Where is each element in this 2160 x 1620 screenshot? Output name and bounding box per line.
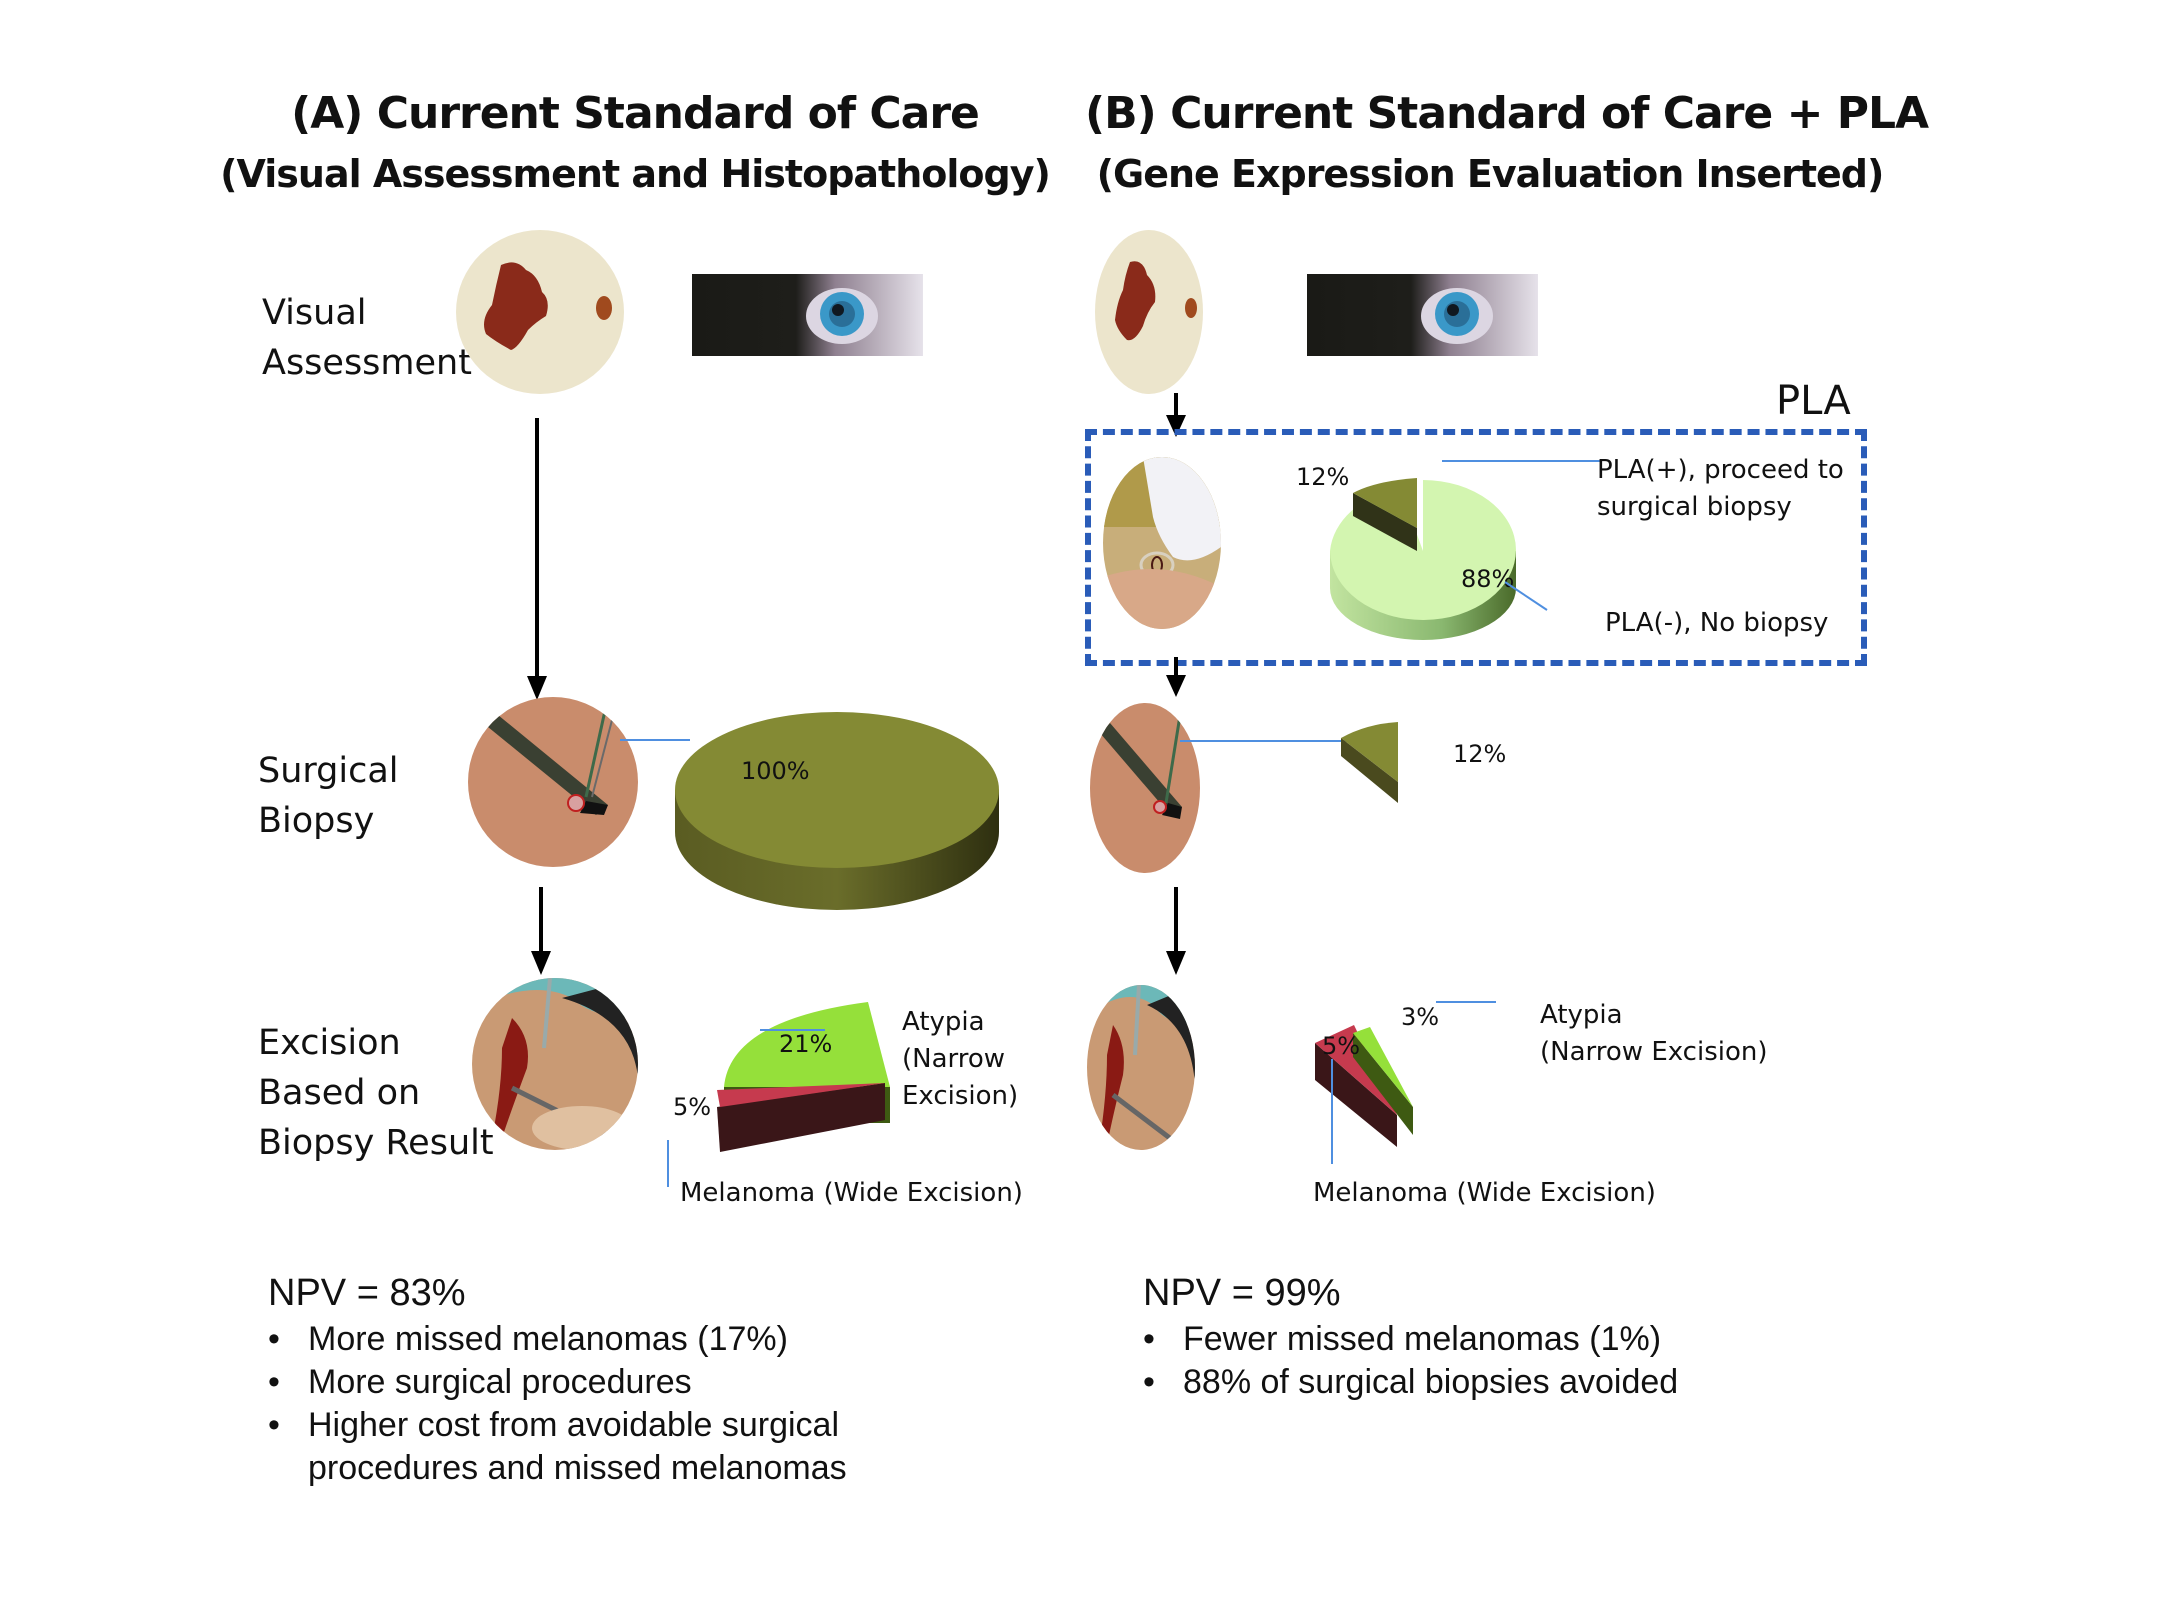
pie-label-100: 100% [741,757,810,785]
scalpel-icon [1090,703,1200,873]
arrow-down-icon [1166,657,1186,697]
atypia-label-line2: (Narrow [902,1044,1006,1074]
excision-label: Excision Based on Biopsy Result [258,1018,494,1168]
bullet-a-3: Higher cost from avoidable surgical proc… [268,1404,908,1490]
pie-label-atypia-3: 3% [1401,1003,1440,1031]
pie-slice-melanoma [717,1083,885,1107]
biopsy-label-line1: Surgical [258,751,399,791]
atypia-label-a: Atypia (Narrow Excision) [902,1004,1018,1115]
arrow-down-icon [527,418,547,700]
forceps-icon [472,978,638,1150]
leader-line [620,739,690,741]
biopsy-photo-a [468,697,638,867]
pie-slice-pla-positive-side [1353,493,1417,551]
pie-chart-pla [1330,478,1516,640]
mole-icon [1095,230,1203,394]
excision-label-line3: Biopsy Result [258,1123,494,1163]
bullet-a-1: More missed melanomas (17%) [268,1318,908,1361]
pie-slice-biopsy-side [1341,738,1398,803]
panel-b-subtitle: (Gene Expression Evaluation Inserted) [1096,152,1885,196]
adhesive-patch-icon [1103,457,1221,629]
mole-photo-a [456,230,624,394]
atypia-label-b-line2: (Narrow Excision) [1540,1037,1768,1067]
pie-label-melanoma-5: 5% [673,1093,712,1121]
pie-label-melanoma-5: 5% [1322,1032,1361,1060]
surgical-biopsy-label: Surgical Biopsy [258,746,399,846]
pie-label-pla-88: 88% [1461,565,1515,593]
excision-photo-a [472,978,638,1150]
pla-box-label: PLA [1776,378,1851,424]
eye-photo-a [692,274,923,356]
pla-positive-line1: PLA(+), proceed to [1597,455,1844,485]
pie-label-atypia-21: 21% [779,1030,833,1058]
biopsy-label-line2: Biopsy [258,801,375,841]
biopsy-photo-b [1090,703,1200,873]
bullet-b-1: Fewer missed melanomas (1%) [1143,1318,1783,1361]
leader-line [1180,740,1350,742]
arrow-down-icon [1166,887,1186,975]
bullet-b-2: 88% of surgical biopsies avoided [1143,1361,1783,1404]
atypia-label-line1: Atypia [902,1007,985,1037]
pie-slice-melanoma-side [717,1083,885,1152]
pie-slice-atypia-side [1353,1033,1413,1135]
atypia-label-line3: Excision) [902,1081,1019,1111]
excision-label-line2: Based on [258,1073,421,1113]
summary-bullets-b: Fewer missed melanomas (1%) 88% of surgi… [1143,1318,1783,1404]
summary-bullets-a: More missed melanomas (17%) More surgica… [268,1318,908,1490]
atypia-label-b: Atypia (Narrow Excision) [1540,997,1768,1071]
arrow-down-icon [531,887,551,975]
pie-label-pla-12: 12% [1296,463,1350,491]
leader-lines [1331,1001,1496,1164]
leader-lines [667,1029,825,1187]
pie-chart-excision-a [717,1002,890,1152]
pie-chart-excision-b [1315,1025,1413,1147]
pie-slice-atypia [724,1002,890,1087]
excision-photo-b [1087,985,1195,1150]
bullet-a-2: More surgical procedures [268,1361,908,1404]
npv-a: NPV = 83% [268,1272,466,1314]
mole-icon [456,230,624,394]
visual-label-line1: Visual [262,293,367,333]
pla-leader-lines [1442,460,1600,611]
melanoma-label-a: Melanoma (Wide Excision) [680,1178,1023,1208]
pie-slice-biopsy [1341,722,1398,782]
eye-photo-b [1307,274,1538,356]
scalpel-icon [468,697,638,867]
pie-slice-pla-positive [1353,478,1417,528]
panel-a-subtitle: (Visual Assessment and Histopathology) [220,152,1051,196]
pla-positive-line2: surgical biopsy [1597,492,1792,522]
pla-positive-label: PLA(+), proceed to surgical biopsy [1597,452,1844,526]
pie-slice-atypia [1353,1027,1413,1107]
eye-icon [692,274,923,356]
pie-chart-biopsy-a [675,712,999,910]
visual-label-line2: Assessment [262,343,472,383]
panel-a-title: (A) Current Standard of Care [291,88,980,139]
eye-icon [1307,274,1538,356]
pie-chart-biopsy-b [1341,722,1398,803]
pla-patch-photo [1103,457,1221,629]
pla-dashed-box [1085,429,1867,666]
atypia-label-b-line1: Atypia [1540,1000,1623,1030]
melanoma-label-b: Melanoma (Wide Excision) [1313,1178,1656,1208]
pie-label-biopsy-12: 12% [1453,740,1507,768]
forceps-icon [1087,985,1195,1150]
visual-assessment-label: Visual Assessment [262,288,472,388]
pie-slice-melanoma [1315,1025,1397,1115]
mole-photo-b [1095,230,1203,394]
excision-label-line1: Excision [258,1023,401,1063]
pla-negative-label: PLA(-), No biopsy [1605,608,1829,638]
arrow-down-icon [1166,393,1186,437]
panel-b-title: (B) Current Standard of Care + PLA [1085,88,1929,139]
pie-slice-melanoma-side [1315,1043,1397,1147]
pie-slice-surgical-biopsy [675,712,999,868]
npv-b: NPV = 99% [1143,1272,1341,1314]
